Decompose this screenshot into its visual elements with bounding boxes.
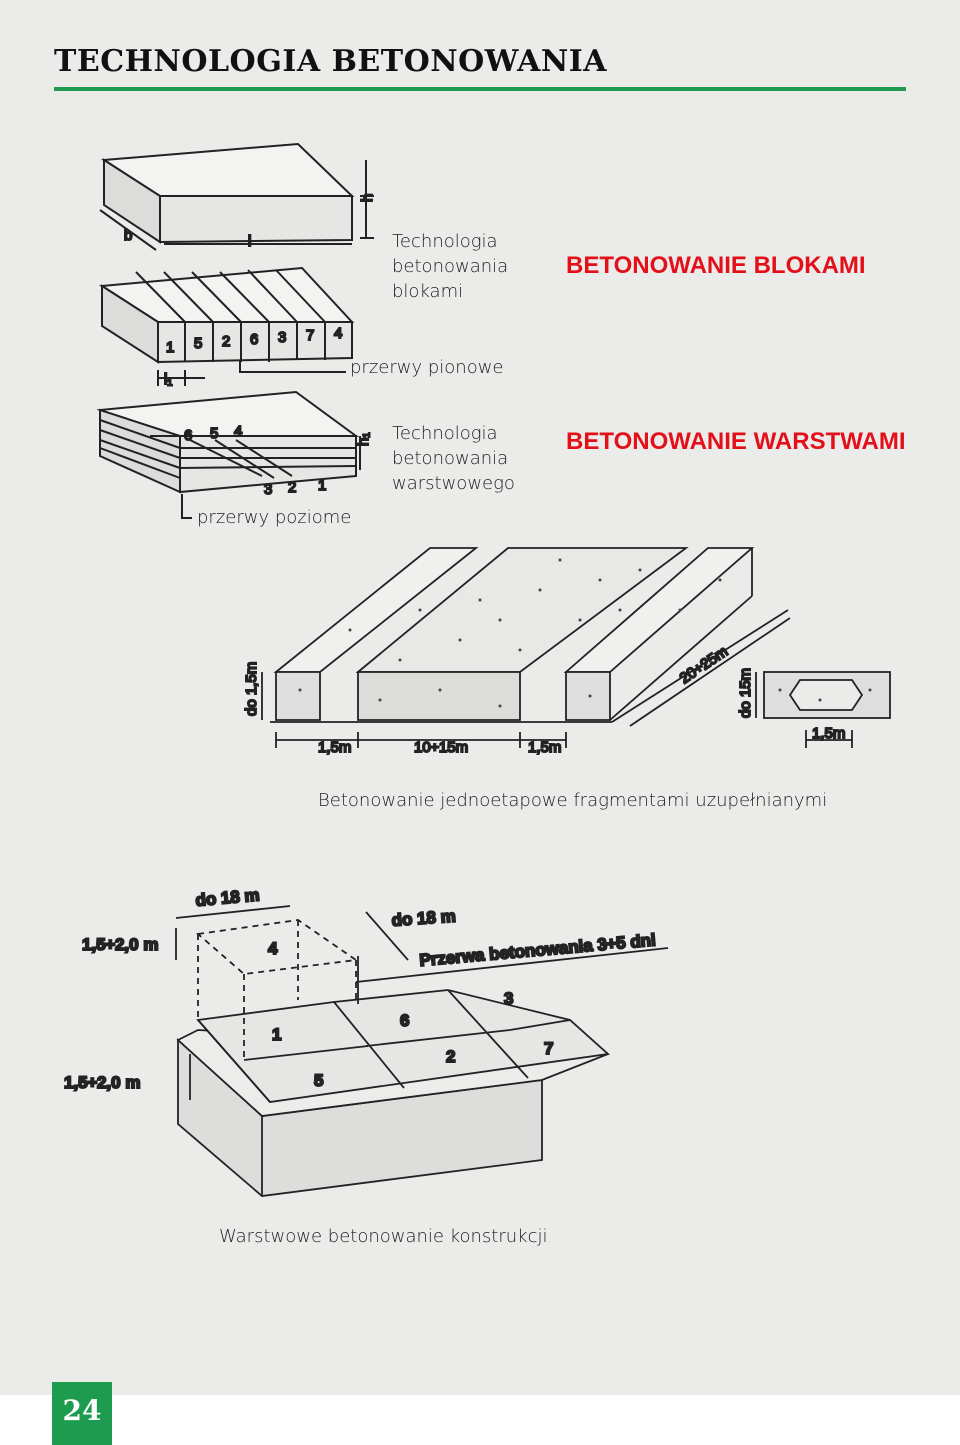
- strip-concreting-figure: [261, 547, 891, 748]
- caption-line: blokami: [392, 281, 464, 302]
- layer-number: 4: [234, 423, 242, 440]
- segment-number: 2: [222, 333, 230, 350]
- strips-caption: Betonowanie jednoetapowe fragmentami uzu…: [318, 790, 828, 811]
- dim-h-label: h: [359, 194, 376, 202]
- caption-line: warstwowego: [392, 473, 515, 494]
- segment-number: 3: [278, 329, 286, 346]
- aggregate-dots: [298, 558, 872, 708]
- segment-number: 1: [272, 1025, 281, 1044]
- segment-number: 7: [544, 1039, 553, 1058]
- segment-number: 4: [334, 325, 342, 342]
- page-number-box: 24: [52, 1382, 112, 1445]
- layer-number: 3: [264, 481, 272, 498]
- dim-width2-label: do 18 m: [391, 907, 456, 930]
- vertical-joints-label: przerwy pionowe: [350, 357, 504, 378]
- segment-number: 4: [268, 939, 278, 958]
- blocks-heading: BETONOWANIE BLOKAMI: [566, 252, 866, 279]
- horizontal-joints-label: przerwy poziome: [197, 507, 352, 528]
- caption-line: Technologia: [392, 423, 498, 444]
- dim-b-label: b: [124, 227, 132, 244]
- dim-mid-label: 10÷15m: [414, 739, 468, 756]
- dim-l-label: l: [248, 233, 251, 250]
- dim-width1-label: do 18 m: [195, 885, 261, 910]
- pause-label: Przerwa betonowania 3÷5 dni: [419, 930, 657, 970]
- dim-depth-label: do 1,5m: [243, 662, 260, 716]
- title-rule: [54, 87, 906, 91]
- segment-number: 6: [400, 1011, 409, 1030]
- dim-l1-label: l₁: [164, 371, 172, 388]
- segment-number: 2: [446, 1047, 455, 1066]
- segmented-block-figure: [99, 266, 355, 386]
- caption-line: Technologia: [392, 231, 498, 252]
- dim-depth2-label: do 15m: [737, 668, 754, 718]
- stepped-concreting-figure: [175, 905, 669, 1197]
- layer-number: 2: [288, 479, 296, 496]
- blocks-caption: Technologia betonowania blokami: [392, 229, 508, 304]
- layer-number: 5: [210, 425, 218, 442]
- stepped-caption: Warstwowe betonowanie konstrukcji: [219, 1226, 548, 1247]
- horizontal-joints-leader: [181, 494, 192, 519]
- vertical-joints-leader: [239, 360, 346, 373]
- caption-line: betonowania: [392, 256, 509, 277]
- segment-number: 6: [250, 331, 258, 348]
- segment-number: 5: [314, 1071, 323, 1090]
- layered-slab-figure: [96, 390, 361, 494]
- dim-h1-label: h₁: [355, 433, 372, 446]
- page-number: 24: [62, 1394, 102, 1427]
- segment-number: 5: [194, 335, 202, 352]
- segment-number: 7: [306, 327, 314, 344]
- dim-length-label: 20÷25m: [677, 643, 731, 687]
- layer-number: 6: [184, 427, 192, 444]
- layer-number: 1: [318, 477, 326, 494]
- dim-side1-label: 1,5m: [318, 739, 351, 756]
- layers-heading: BETONOWANIE WARSTWAMI: [566, 428, 906, 455]
- dim-height-bottom-label: 1,5÷2,0 m: [64, 1073, 140, 1092]
- dim-section-label: 1,5m: [812, 725, 845, 742]
- caption-line: betonowania: [392, 448, 509, 469]
- layers-caption: Technologia betonowania warstwowego: [392, 421, 515, 496]
- dim-side2-label: 1,5m: [528, 739, 561, 756]
- single-block-figure: [99, 142, 374, 251]
- segment-number: 1: [166, 339, 174, 356]
- segment-number: 3: [504, 989, 513, 1008]
- page-title: TECHNOLOGIA BETONOWANIA: [54, 44, 608, 79]
- dim-height-top-label: 1,5÷2,0 m: [82, 935, 158, 954]
